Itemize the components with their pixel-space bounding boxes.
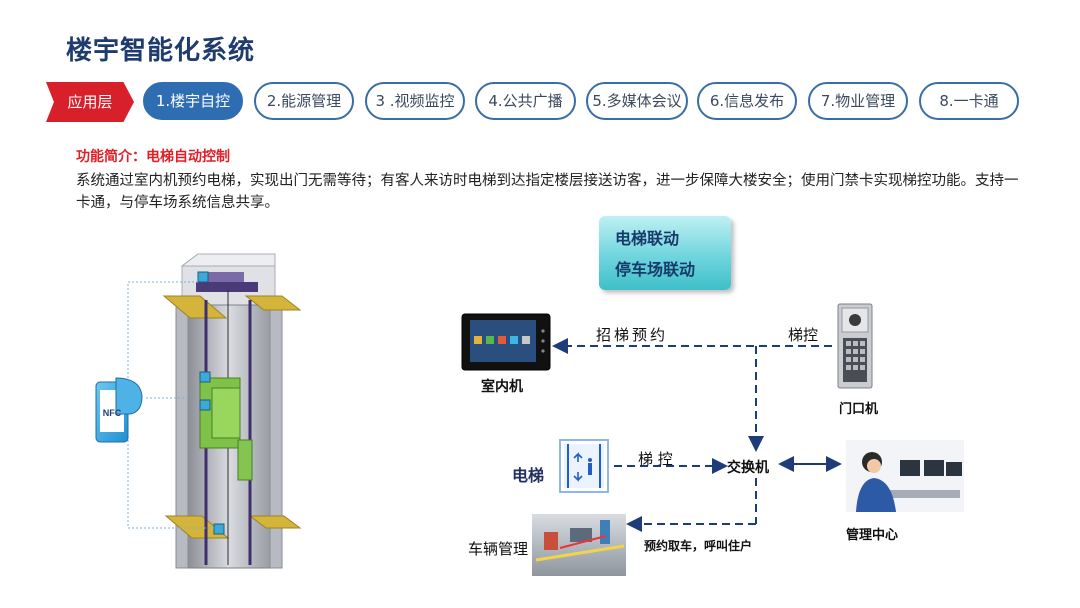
edge-label-elevator-control: 梯 控: [638, 450, 673, 468]
tab-public-broadcast[interactable]: 4.公共广播: [475, 82, 576, 120]
tab-building-automation[interactable]: 1.楼宇自控: [143, 82, 243, 120]
elevator-device-icon: [559, 439, 609, 493]
function-description: 系统通过室内机预约电梯，实现出门无需等待；有客人来访时电梯到达指定楼层接送访客，…: [76, 173, 1019, 211]
tab-multimedia-conference[interactable]: 5.多媒体会议: [586, 82, 688, 120]
linkage-parking: 停车场联动: [615, 260, 696, 279]
linkage-box: 电梯联动 停车场联动: [599, 216, 731, 290]
edge-label-door-control: 梯控: [788, 326, 819, 344]
elevator-label: 电梯: [512, 466, 545, 485]
tab-info-release[interactable]: 6.信息发布: [697, 82, 797, 120]
management-center-label: 管理中心: [846, 528, 899, 543]
door-unit-label: 门口机: [839, 402, 879, 417]
nfc-label: NFC: [103, 408, 122, 418]
vehicle-management-photo: [532, 514, 626, 576]
flow-arrows: [552, 338, 842, 532]
page-title: 楼宇智能化系统: [66, 36, 256, 66]
edge-label-parking: 预约取车，呼叫住户: [644, 539, 753, 553]
management-center-photo: [846, 440, 964, 512]
switch-label: 交换机: [727, 460, 769, 476]
edge-label-reservation: 招梯预约: [596, 326, 669, 344]
linkage-elevator: 电梯联动: [615, 229, 680, 248]
tab-one-card[interactable]: 8.一卡通: [919, 82, 1019, 120]
vehicle-management-label: 车辆管理: [468, 540, 529, 558]
tab-energy-management[interactable]: 2.能源管理: [254, 82, 354, 120]
tab-property-management[interactable]: 7.物业管理: [808, 82, 908, 120]
tab-video-surveillance[interactable]: 3 .视频监控: [365, 82, 465, 120]
indoor-unit-label: 室内机: [481, 379, 523, 395]
indoor-unit-device: [461, 313, 551, 371]
elevator-shaft-illustration: [95, 253, 302, 569]
function-title: 功能简介：电梯自动控制: [76, 149, 230, 165]
layer-tag: 应用层: [46, 82, 134, 122]
door-unit-device: [837, 303, 873, 389]
